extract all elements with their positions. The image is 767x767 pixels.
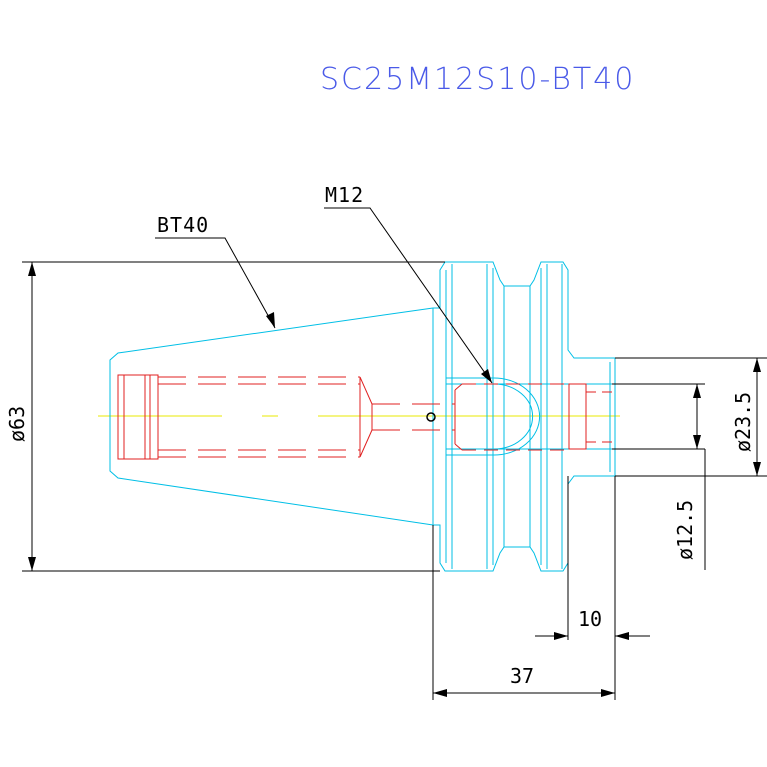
pivot-mark — [426, 412, 436, 422]
dimension-arrows — [28, 262, 761, 697]
label-m12: M12 — [325, 183, 364, 207]
bt40-taper-outline — [109, 307, 434, 526]
hidden-bore-lines — [117, 374, 612, 460]
dimension-flange-diameter: ø63 — [5, 406, 29, 442]
dimension-nose-length: 10 — [578, 607, 602, 631]
flange-outline — [433, 261, 616, 572]
dimension-overall-length: 37 — [510, 664, 534, 688]
dimension-bore-diameter: ø12.5 — [673, 500, 697, 560]
label-bt40: BT40 — [157, 213, 209, 237]
dimension-lines — [22, 207, 767, 700]
dimension-body-diameter: ø23.5 — [731, 392, 755, 452]
drawing-title: SC25M12S10-BT40 — [320, 62, 635, 97]
